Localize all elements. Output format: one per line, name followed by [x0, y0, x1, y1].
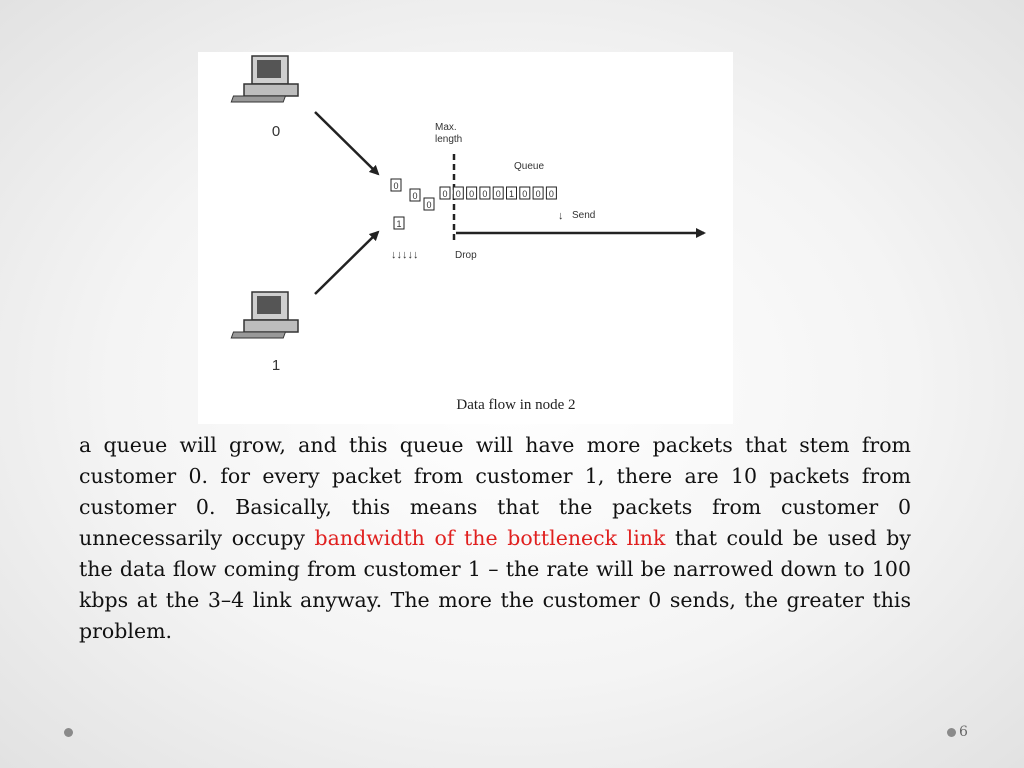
highlighted-text: bandwidth of the bottleneck link: [314, 526, 666, 550]
figure-canvas: 0 1 Max. length Queue 0: [230, 55, 706, 413]
packet-label: 0: [412, 191, 417, 201]
computer-icon: [230, 291, 299, 339]
max-length-label: Max.: [435, 122, 457, 133]
send-label: Send: [572, 210, 595, 221]
body-text-start: a queue will grow, and this queue will h…: [79, 433, 911, 550]
customer-0-label: 0: [272, 123, 280, 140]
arriving-packet: 0: [409, 188, 421, 202]
queued-packet: 0: [492, 186, 504, 200]
drop-label: Drop: [455, 250, 477, 261]
send-arrow: ↓: [558, 210, 564, 222]
computer-icon: [230, 55, 299, 103]
queued-packet: 0: [439, 186, 451, 200]
figure-caption: Data flow in node 2: [456, 397, 575, 413]
queued-packet: 0: [452, 186, 464, 200]
max-length-label-2: length: [435, 134, 462, 145]
queue-label: Queue: [514, 161, 544, 172]
packet-label: 0: [522, 189, 527, 199]
packet-label: 0: [393, 181, 398, 191]
data-flow-figure: 0 1 Max. length Queue 0: [198, 52, 733, 424]
queued-packet: 0: [479, 186, 491, 200]
packet-label: 0: [456, 189, 461, 199]
arrow-from-customer-0: [314, 111, 380, 176]
queued-packet: 0: [545, 186, 557, 200]
packet-label: 0: [549, 189, 554, 199]
body-text-end: that could be used by the data flow comi…: [79, 526, 912, 643]
packet-label: 1: [396, 219, 401, 229]
packet-label: 0: [536, 189, 541, 199]
packet-label: 0: [469, 189, 474, 199]
packet-label: 1: [509, 189, 514, 199]
customer-1-label: 1: [272, 357, 280, 374]
arriving-packet: 0: [423, 197, 435, 211]
right-footer-dot: [947, 728, 956, 737]
left-footer-dot: [64, 728, 73, 737]
drop-arrows: ↓↓↓↓↓: [391, 249, 419, 261]
packet-label: 0: [496, 189, 501, 199]
packet-label: 0: [442, 189, 447, 199]
queued-packet: 0: [466, 186, 478, 200]
arriving-packet: 0: [390, 178, 402, 192]
queued-packet: 0: [532, 186, 544, 200]
page-number: 6: [959, 724, 968, 740]
arrow-from-customer-1: [314, 230, 380, 295]
packet-label: 0: [426, 200, 431, 210]
queued-packet: 1: [506, 186, 517, 200]
arriving-packet: 1: [393, 216, 405, 230]
queued-packet: 0: [519, 186, 531, 200]
body-paragraph: a queue will grow, and this queue will h…: [79, 430, 911, 647]
packet-label: 0: [482, 189, 487, 199]
